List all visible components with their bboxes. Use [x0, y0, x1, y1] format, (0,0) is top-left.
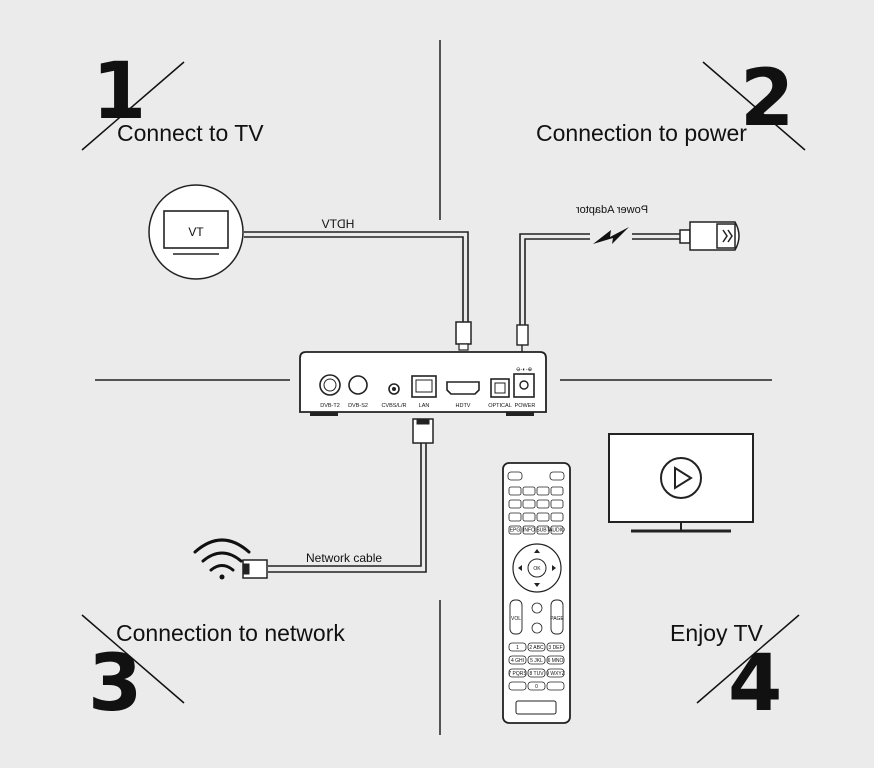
power-cable-label: Power Adaptor	[576, 204, 648, 216]
remote-numpad-label: 1	[516, 645, 519, 651]
remote-numpad-label: 4 GHI	[511, 658, 524, 664]
remote-key	[522, 512, 536, 522]
optical-port	[490, 378, 510, 398]
remote-numpad-key	[546, 642, 565, 652]
remote-numpad-key	[527, 655, 546, 665]
cvbs-port	[388, 383, 400, 395]
remote-key	[508, 499, 522, 509]
remote-numpad-key	[546, 681, 565, 691]
step-2-title: Connection to power	[536, 120, 747, 146]
remote-numpad-key	[527, 642, 546, 652]
svg-text:⊖-◐-⊕: ⊖-◐-⊕	[516, 367, 533, 373]
remote-numpad-label: 0	[535, 684, 538, 690]
remote-numpad-label: 6 MNO	[548, 658, 564, 664]
remote-key	[550, 486, 564, 496]
port-label-lan: LAN	[419, 403, 430, 409]
remote-vol-label: VOL	[511, 616, 521, 622]
remote-key	[536, 486, 550, 496]
port-label-dvb-s2: DVB-S2	[348, 403, 368, 409]
remote-numpad-key	[527, 668, 546, 678]
hdtv-cable-label: HDTV	[322, 217, 355, 231]
lightning-icon	[593, 227, 629, 244]
port-label-power: POWER	[515, 403, 536, 409]
step-4-number: 4	[728, 639, 782, 729]
tv-icon-label: TV	[188, 225, 203, 239]
power-port: ⊖-◐-⊕	[513, 367, 535, 398]
step-2-slash	[702, 61, 806, 151]
step-1: 1 Connect to TV	[81, 47, 264, 151]
remote-key	[536, 499, 550, 509]
port-label-optical: OPTICAL	[488, 403, 512, 409]
remote-numpad-label: 7 PQRS	[508, 671, 527, 677]
remote-numpad-key	[508, 655, 527, 665]
dvb-t2-port	[319, 374, 341, 396]
remote-key	[522, 486, 536, 496]
remote-key	[536, 525, 550, 535]
step-2-number: 2	[740, 54, 794, 144]
remote-numpad-key	[527, 681, 546, 691]
hdtv-cable: HDTV	[244, 217, 472, 351]
remote-key	[550, 512, 564, 522]
set-top-box: ⊖-◐-⊕ DVB-T2 DVB-S2 CVBS/L/R LAN HDTV OP…	[299, 351, 547, 416]
remote-numpad-key	[546, 655, 565, 665]
remote-numpad-label: 5 JKL	[530, 658, 543, 664]
port-label-dvb-t2: DVB-T2	[320, 403, 340, 409]
remote-key-label: SUBT	[536, 528, 549, 534]
remote-key	[550, 499, 564, 509]
remote-key-label: INFO	[523, 528, 535, 534]
remote-key-label: AUDIO	[549, 528, 565, 534]
remote-numpad-label: 9 WXYZ	[546, 671, 565, 677]
remote-key	[508, 525, 522, 535]
play-icon	[674, 466, 693, 490]
step-1-slash	[81, 61, 185, 151]
tv-circle-icon: TV	[148, 184, 244, 280]
remote-key	[522, 525, 536, 535]
remote-numpad-key	[546, 668, 565, 678]
power-plug-icon	[679, 221, 740, 251]
remote-key	[508, 486, 522, 496]
port-label-hdtv: HDTV	[456, 403, 471, 409]
network-cable: Network cable	[242, 418, 434, 579]
power-cable: Power Adaptor	[516, 204, 688, 352]
step-2: 2 Connection to power	[536, 54, 806, 151]
hdmi-port	[446, 381, 480, 395]
remote-numpad-key	[508, 642, 527, 652]
step-3-number: 3	[88, 639, 142, 729]
remote-numpad-label: 2 ABC	[529, 645, 544, 651]
step-3-title: Connection to network	[116, 620, 345, 646]
remote-key	[536, 512, 550, 522]
dvb-s2-port	[348, 375, 368, 395]
remote-numpad-key	[508, 668, 527, 678]
step-4: Enjoy TV 4	[670, 614, 800, 729]
remote-numpad-key	[508, 681, 527, 691]
remote-numpad-label: 3 DEF	[548, 645, 562, 651]
step-4-slash	[696, 614, 800, 704]
remote-ok-label: OK	[533, 566, 541, 572]
remote-key-label: EPG	[510, 528, 521, 534]
remote-key	[508, 512, 522, 522]
step-3: Connection to network 3	[81, 614, 345, 729]
step-3-slash	[81, 614, 185, 704]
step-1-title: Connect to TV	[117, 120, 264, 146]
lan-port	[411, 375, 437, 398]
network-cable-label: Network cable	[306, 551, 382, 565]
remote-page-label: PAGE	[550, 616, 564, 622]
quadrant-dividers	[95, 40, 772, 735]
port-label-cvbs: CVBS/L/R	[381, 403, 406, 409]
step-4-title: Enjoy TV	[670, 620, 764, 646]
step-1-number: 1	[92, 47, 146, 137]
play-tv-icon	[608, 433, 754, 533]
remote-key	[550, 525, 564, 535]
remote-key	[522, 499, 536, 509]
wifi-icon	[193, 538, 251, 580]
remote-numpad-label: 8 TUV	[529, 671, 544, 677]
